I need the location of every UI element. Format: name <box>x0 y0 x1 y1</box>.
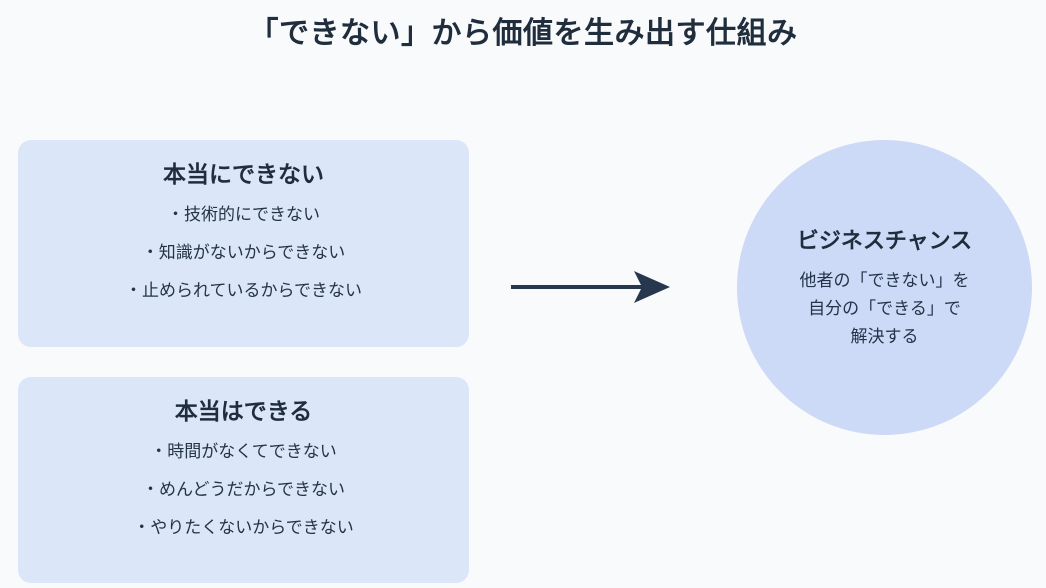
list-item: ・知識がないからできない <box>141 243 346 262</box>
outcome-circle-business-chance: ビジネスチャンス 他者の「できない」を 自分の「できる」で 解決する <box>737 140 1032 435</box>
box-title-true-cannot: 本当にできない <box>163 161 324 187</box>
page-title: 「できない」から価値を生み出す仕組み <box>248 17 798 50</box>
outcome-line: 自分の「できる」で <box>808 298 961 318</box>
bullet-list-true-cannot: ・技術的にできない ・知識がないからできない ・止められているからできない <box>125 204 362 302</box>
list-item: ・やりたくないからできない <box>133 518 354 537</box>
outcome-line: 解決する <box>850 326 919 346</box>
outcome-line: 他者の「できない」を <box>799 270 970 290</box>
outcome-description: 他者の「できない」を 自分の「できる」で 解決する <box>800 268 970 350</box>
box-title-actually-can: 本当はできる <box>174 398 313 424</box>
right-arrow-icon <box>511 271 670 303</box>
list-item: ・時間がなくてできない <box>150 442 337 461</box>
outcome-title: ビジネスチャンス <box>796 227 973 253</box>
list-item: ・技術的にできない <box>166 205 320 224</box>
category-box-true-cannot: 本当にできない ・技術的にできない ・知識がないからできない ・止められているか… <box>18 140 469 347</box>
list-item: ・止められているからできない <box>125 281 362 300</box>
category-box-actually-can: 本当はできる ・時間がなくてできない ・めんどうだからできない ・やりたくないか… <box>18 377 469 583</box>
list-item: ・めんどうだからできない <box>142 480 345 499</box>
bullet-list-actually-can: ・時間がなくてできない ・めんどうだからできない ・やりたくないからできない <box>133 441 354 539</box>
